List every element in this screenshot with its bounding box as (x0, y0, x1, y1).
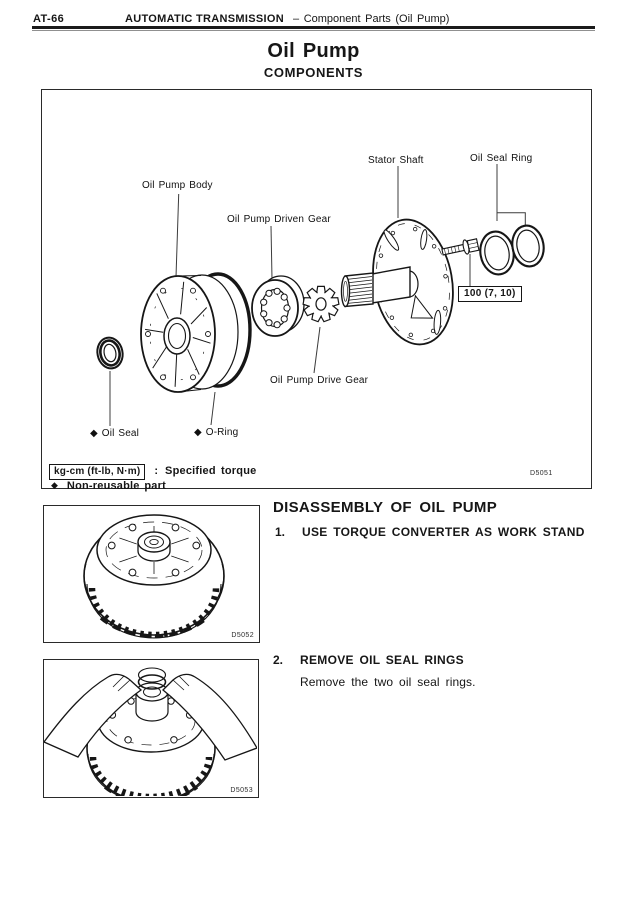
page-subtitle: COMPONENTS (263, 65, 364, 80)
figure-id: D5051 (530, 470, 553, 477)
torque-spec-value: 100 (7, 10) (458, 286, 522, 302)
work-stand-figure: D5052 (43, 505, 260, 643)
page-title: Oil Pump (267, 40, 360, 62)
header-section-subtitle: – Component Parts (Oil Pump) (293, 13, 450, 25)
non-reusable-legend: ◆ Non-reusable part (51, 476, 166, 494)
label-oil-seal-ring: Oil Seal Ring (470, 153, 533, 164)
label-stator-shaft: Stator Shaft (368, 155, 424, 166)
label-oil-seal: ◆ Oil Seal (90, 428, 139, 439)
step-1: 1. USE TORQUE CONVERTER AS WORK STAND (275, 525, 585, 539)
oil-pump-exploded-drawing (96, 164, 545, 426)
label-oil-pump-body: Oil Pump Body (142, 180, 213, 191)
header-rule-shadow (32, 30, 595, 31)
header-rule (32, 26, 595, 29)
figure-id: D5053 (230, 787, 253, 794)
hands-removing-seal-rings-drawing (44, 667, 257, 796)
legend-colon: : (154, 465, 159, 477)
header-section-title: AUTOMATIC TRANSMISSION (125, 13, 284, 25)
non-reusable-text: Non-reusable part (66, 480, 166, 492)
torque-converter-drawing (83, 514, 225, 639)
legend-caption: Specified torque (165, 465, 257, 477)
label-oil-pump-driven-gear: Oil Pump Driven Gear (227, 214, 331, 225)
step-2-title: REMOVE OIL SEAL RINGS (300, 653, 464, 667)
figure-id: D5052 (231, 632, 254, 639)
bolt-drawing (441, 238, 480, 256)
step-2: 2. REMOVE OIL SEAL RINGS Remove the two … (273, 653, 476, 689)
non-reusable-diamond-icon: ◆ (51, 480, 58, 490)
components-figure: Stator Shaft Oil Seal Ring Oil Pump Body… (41, 89, 592, 492)
page-code: AT-66 (33, 13, 65, 25)
disassembly-heading: DISASSEMBLY OF OIL PUMP (273, 499, 497, 516)
remove-seal-rings-figure: D5053 (43, 659, 259, 798)
step-2-number: 2. (273, 653, 284, 667)
leader-lines (109, 164, 526, 426)
label-o-ring: ◆ O-Ring (194, 427, 239, 438)
torque-legend: kg-cm (ft-lb, N·m): Specified torque (49, 461, 256, 480)
step-1-number: 1. (275, 525, 286, 539)
torque-units-box: kg-cm (ft-lb, N·m) (49, 464, 146, 480)
step-2-body: Remove the two oil seal rings. (300, 675, 476, 689)
label-oil-pump-drive-gear: Oil Pump Drive Gear (270, 375, 369, 386)
step-1-title: USE TORQUE CONVERTER AS WORK STAND (302, 525, 585, 539)
header-title: AUTOMATIC TRANSMISSION – Component Parts… (125, 13, 449, 25)
